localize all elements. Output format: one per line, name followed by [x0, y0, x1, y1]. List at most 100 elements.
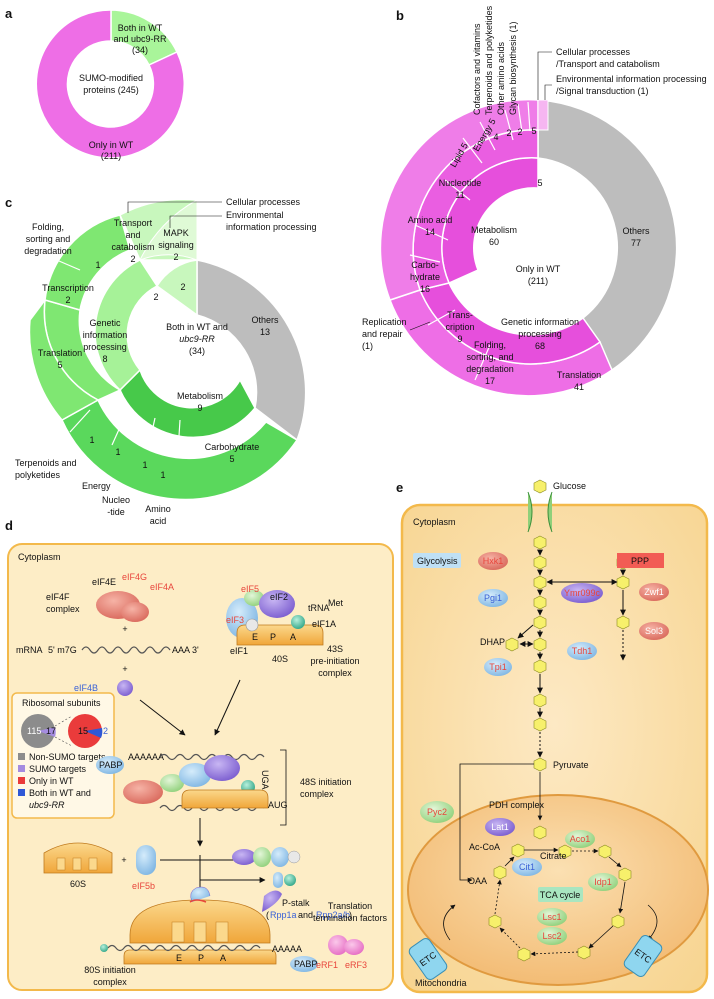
transcription-label-3: 9: [457, 334, 462, 344]
eif2-label: eIF2: [270, 592, 288, 602]
carbohydrate-label-2: hydrate: [410, 272, 440, 282]
eif4g-label: eIF4G: [122, 572, 147, 582]
seg-value-1b: 1: [115, 447, 120, 457]
environmental-label-1: Environmental information processing: [556, 74, 707, 84]
gip-label-3: 68: [535, 341, 545, 351]
glycolysis-badge: [413, 553, 461, 568]
released-eif1: [287, 850, 301, 864]
transport-label-3: catabolism: [111, 242, 154, 252]
environmental-label-1: Environmental: [226, 210, 284, 220]
translation-label-1: Translation: [557, 370, 601, 380]
carbohydrate-label-2: 5: [229, 454, 234, 464]
cellular-label-2: /Transport and catabolism: [556, 59, 660, 69]
80s-label-2: complex: [93, 977, 127, 987]
ymr099c-label: Ymr099c: [564, 588, 601, 598]
environmental-label-2: information processing: [226, 222, 317, 232]
tpi1-label: Tpi1: [489, 662, 507, 672]
panel-e-metabolism: Cytoplasm Glucose: [400, 479, 709, 994]
tdh1-enzyme: [567, 642, 597, 660]
folding-value: 1: [95, 260, 100, 270]
ttf-label-2: termination factors: [313, 913, 388, 923]
eif2-48s: [204, 755, 240, 781]
segment-cellular-inner: [155, 259, 198, 317]
mapk-label-2: signaling: [158, 240, 194, 250]
eif4b-label: eIF4B: [74, 683, 98, 693]
glucose-transporter-right: [547, 491, 553, 533]
pgi1-enzyme: [478, 589, 508, 607]
pic-label-3: complex: [318, 668, 352, 678]
pie2-both: [85, 728, 103, 738]
center-label-1: Only in WT: [516, 264, 561, 274]
panel-a-donut: SUMO-modified proteins (245) Both in WT …: [35, 9, 185, 161]
segment-gip: [94, 259, 159, 392]
hxk1-enzyme: [478, 552, 508, 570]
site-p-1: P: [270, 632, 276, 642]
eif2-shape: [259, 590, 295, 618]
eif4f-label-1: eIF4F: [46, 592, 70, 602]
plus-3: +: [121, 855, 126, 865]
glucose-label: Glucose: [553, 481, 586, 491]
site-e-2: E: [176, 953, 182, 963]
panel-d-translation: Cytoplasm eIF4E eIF4G eIF4A eIF4F comple…: [7, 543, 394, 991]
eif1-label: eIF1: [230, 646, 248, 656]
others-label-1: Others: [251, 315, 279, 325]
others-label-1: Others: [622, 226, 650, 236]
segment-others: [196, 259, 307, 442]
panel-b-sunburst: Only in WT (211) Others 77 Metabolism 60…: [362, 5, 707, 397]
idp1-enzyme: [588, 873, 618, 891]
translation-label-2: 5: [57, 360, 62, 370]
48s-label-1: 48S initiation: [300, 777, 352, 787]
p-stalk-shape: [262, 890, 282, 912]
pabp-label-1: PABP: [99, 760, 122, 770]
center-label-2: (211): [528, 276, 548, 286]
80s-complex: [129, 899, 271, 944]
legend-both-2: ubc9-RR: [29, 800, 65, 810]
replication-label-1: Replication: [362, 317, 407, 327]
segment-metabolism: [119, 368, 256, 439]
panel-letter-b: b: [396, 8, 404, 23]
only-label-1: Only in WT: [89, 140, 134, 150]
panel-letter-c: c: [5, 195, 12, 210]
carbohydrate-label-1: Carbo-: [411, 260, 439, 270]
released-eif5b: [273, 872, 283, 888]
40s-subunit: [236, 624, 324, 646]
gip-label-2: processing: [518, 329, 562, 339]
cit1-enzyme: [512, 858, 542, 876]
eif3-48s: [179, 763, 211, 787]
seg-value-1c: 1: [142, 460, 147, 470]
ttf-label-1: Translation: [328, 901, 372, 911]
etc-right: [623, 935, 663, 977]
ppp-label: PPP: [631, 556, 649, 566]
erf1-label: eRF1: [316, 960, 338, 970]
eif4f-label-2: complex: [46, 604, 80, 614]
segment-value-5b: 5: [537, 178, 542, 188]
pie1-value-a: 115: [27, 726, 41, 736]
transcription-label-2: 2: [65, 295, 70, 305]
accoa-label: Ac-CoA: [469, 842, 500, 852]
uga-label: UGA: [260, 770, 270, 790]
pstalk-label: P-stalk: [282, 898, 310, 908]
erf1-shape: [328, 935, 348, 955]
mitochondria-label: Mitochondria: [415, 978, 467, 988]
eif5-shape: [244, 590, 264, 606]
ribosomal-title: Ribosomal subunits: [22, 698, 101, 708]
translation-label-1: Translation: [38, 348, 82, 358]
pie1-value-b: 17: [46, 726, 56, 736]
carbohydrate-label-1: Carbohydrate: [205, 442, 260, 452]
replication-label-3: (1): [362, 341, 373, 351]
segment-mapk: [139, 199, 198, 261]
mrna-48s-top: [159, 753, 265, 761]
gip-label-4: 8: [102, 354, 107, 364]
lat1-enzyme: [485, 818, 515, 836]
released-eif3: [271, 847, 289, 867]
metabolism-label-2: 9: [197, 403, 202, 413]
pyc2-enzyme: [420, 801, 454, 823]
48s-label-2: complex: [300, 789, 334, 799]
transport-label-1: Transport: [114, 218, 153, 228]
ppp-badge: [617, 553, 664, 568]
folding-label-3: degradation: [466, 364, 514, 374]
seg-value-1a: 1: [89, 435, 94, 445]
legend-swatch-non-sumo: [18, 753, 25, 760]
eif1a-shape: [291, 615, 305, 629]
glycolysis-label: Glycolysis: [417, 556, 458, 566]
